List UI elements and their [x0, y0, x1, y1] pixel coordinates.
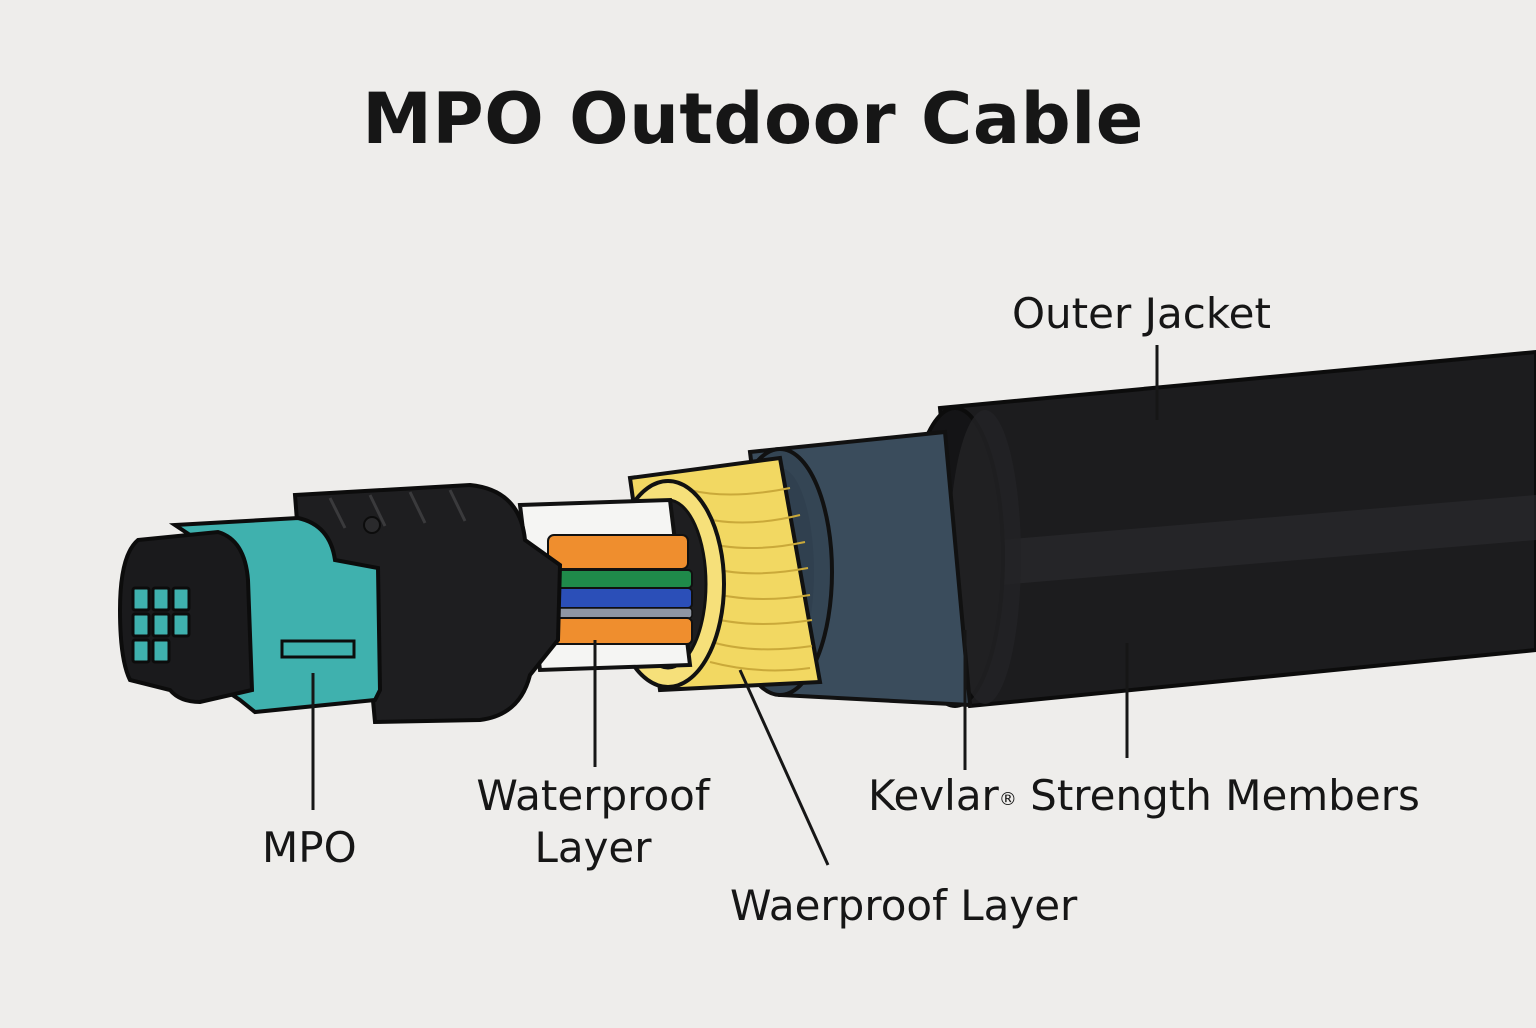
page-title: MPO Outdoor Cable: [362, 78, 1144, 160]
kevlar-strength-members-label: Kevlar® Strength Members: [868, 770, 1420, 822]
outer-jacket-label: Outer Jacket: [1012, 289, 1271, 338]
waterproof-label-line2: Layer: [534, 823, 652, 872]
waterproof-tube: [517, 497, 693, 673]
outer-jacket: [905, 349, 1536, 709]
registered-mark: ®: [998, 789, 1017, 810]
waerproof-leader: [738, 669, 830, 866]
kevlar-name: Kevlar: [868, 771, 999, 820]
mpo-label: MPO: [262, 823, 357, 872]
waterproof-layer-label: Waterproof Layer: [466, 770, 720, 874]
leader-lines: [311, 345, 1159, 866]
strength-members-text: Strength Members: [1016, 771, 1420, 820]
connector-ferrule: [117, 529, 255, 705]
waterproof-label-line1: Waterproof: [476, 771, 710, 820]
waerproof-layer-label: Waerproof Layer: [730, 881, 1078, 930]
